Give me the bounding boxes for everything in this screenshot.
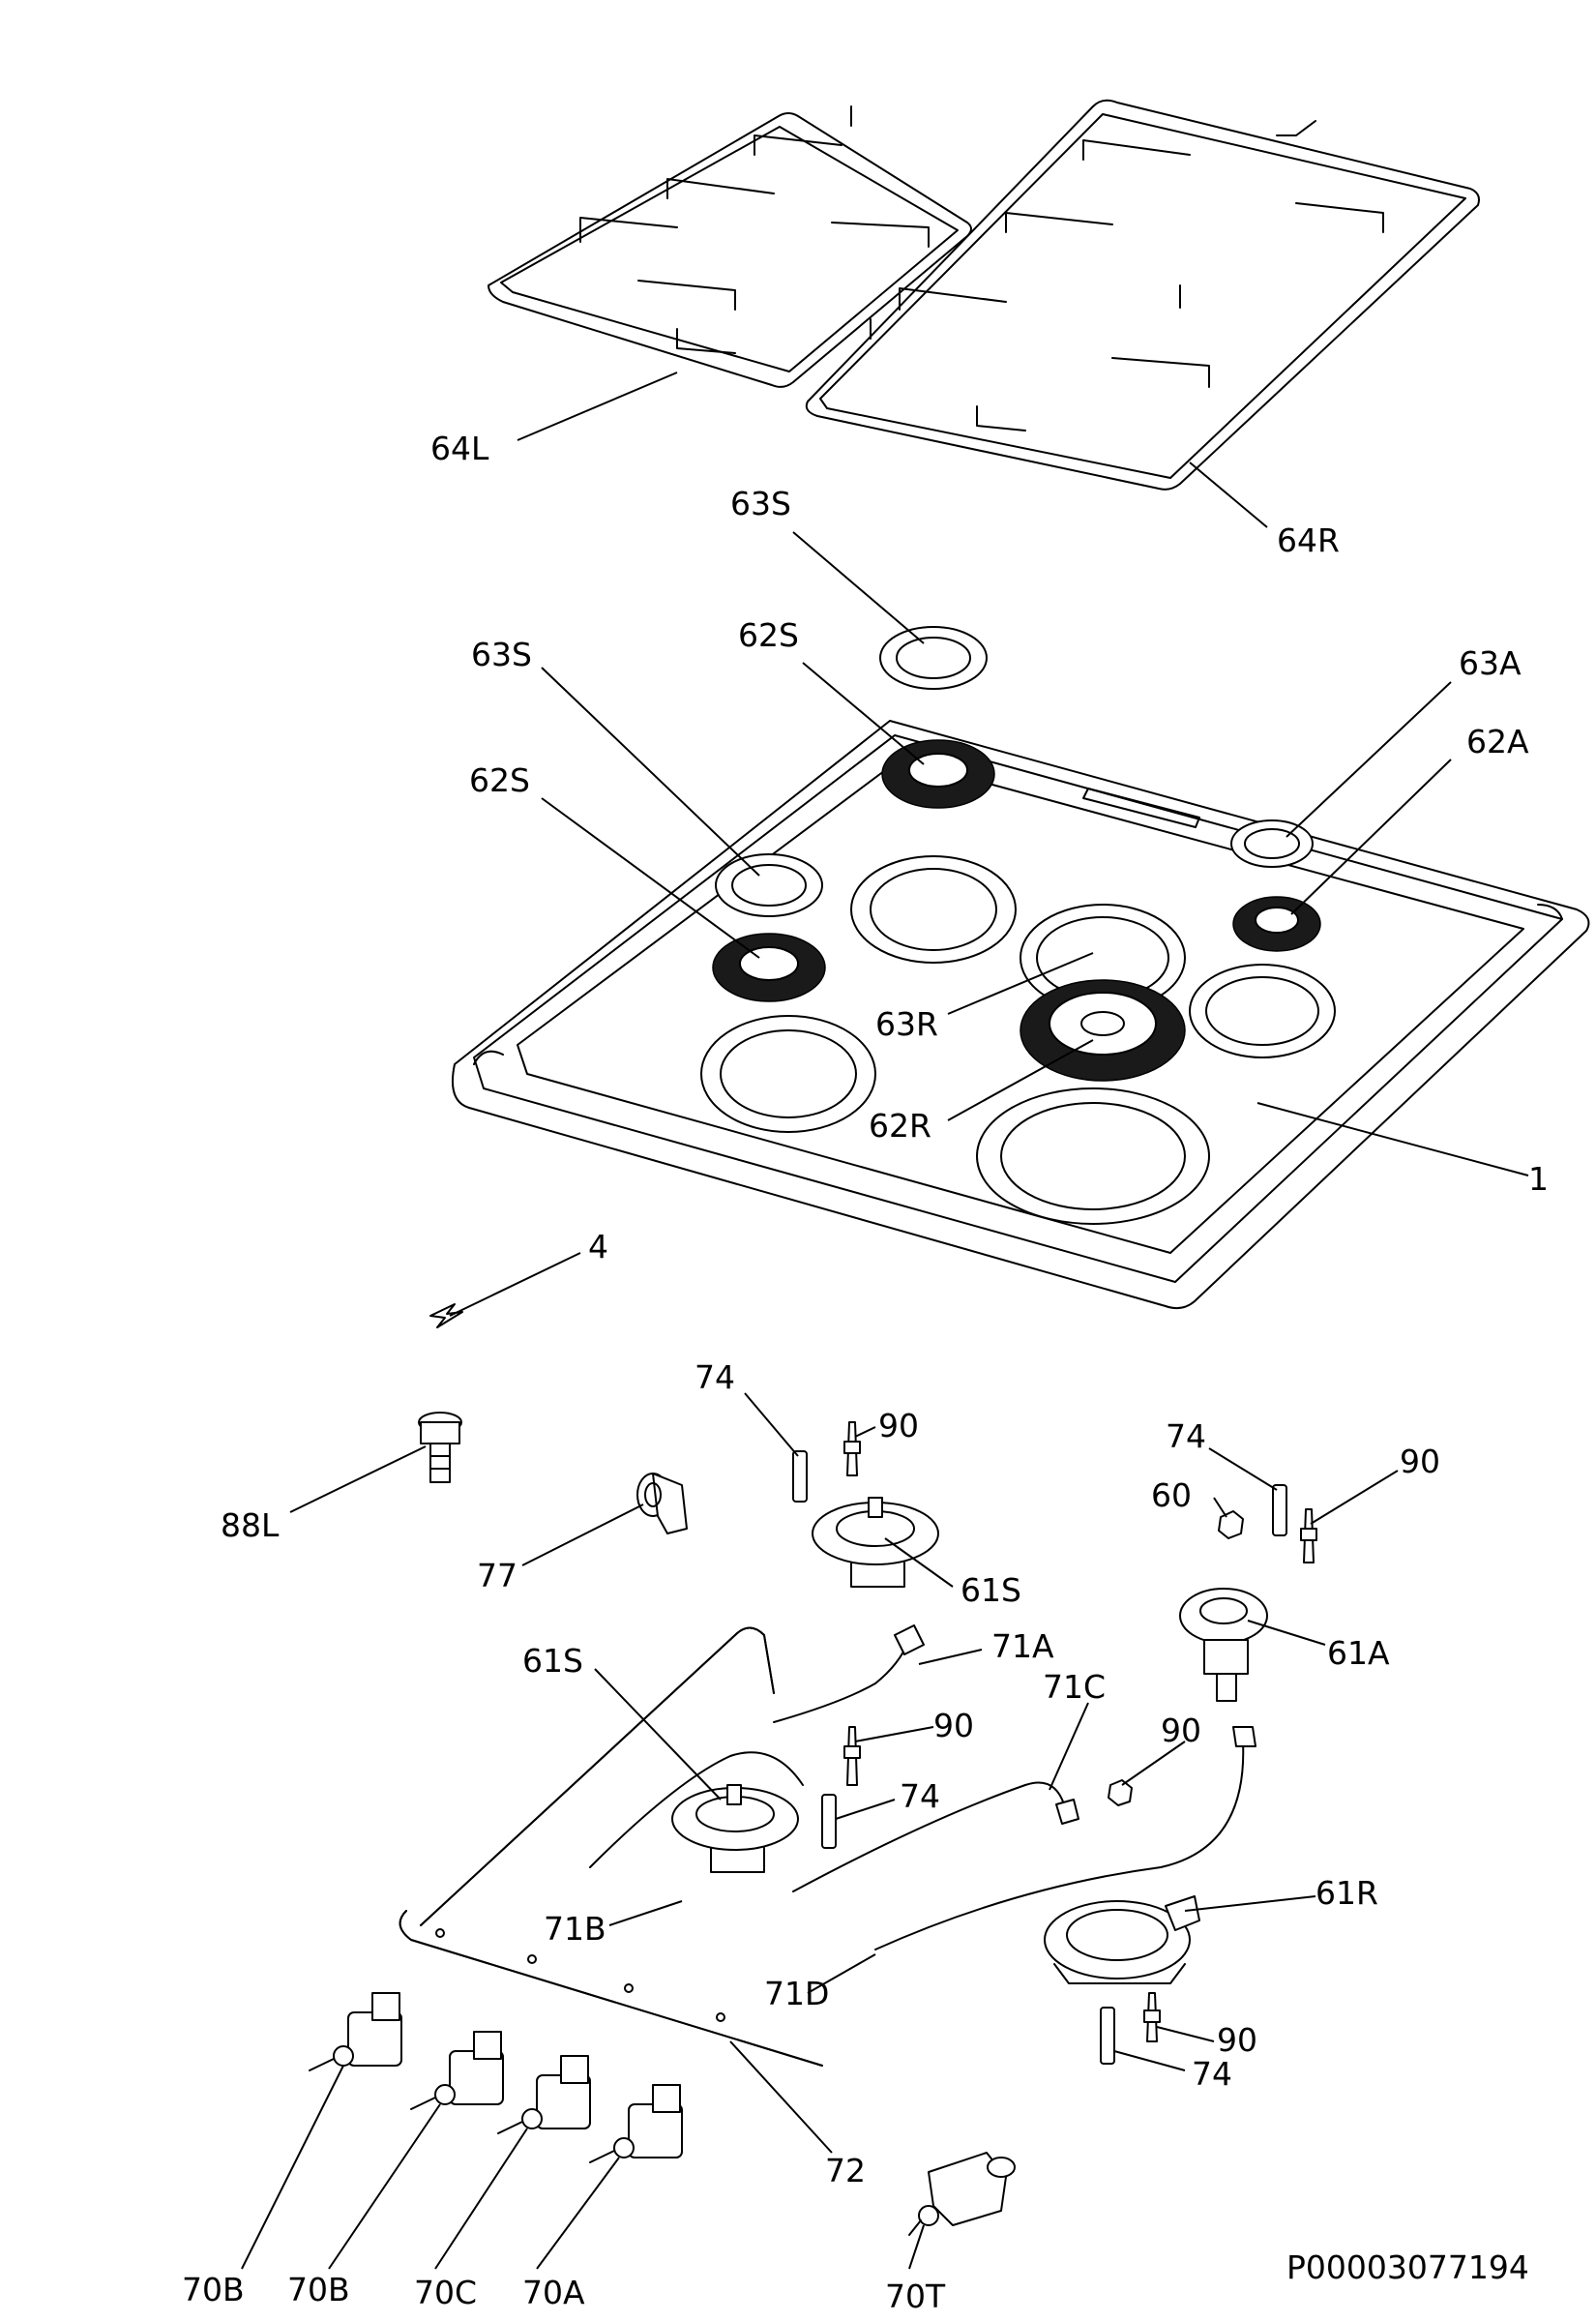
callout-61s-b: 61S	[522, 1642, 583, 1680]
document-number: P00003077194	[1286, 2248, 1529, 2286]
callout-1: 1	[1528, 1160, 1549, 1198]
callout-71b: 71B	[544, 1910, 606, 1948]
gas-pipe-71d	[874, 1726, 1256, 1950]
callout-63r: 63R	[875, 1005, 938, 1043]
callout-4: 4	[588, 1228, 608, 1265]
pan-support-left	[488, 105, 972, 388]
callout-70a: 70A	[522, 2274, 585, 2311]
callout-61r: 61R	[1315, 1874, 1378, 1912]
callout-64r: 64R	[1277, 521, 1340, 559]
burner-crown-62r	[1020, 979, 1186, 1082]
gas-manifold-72	[399, 1626, 823, 2067]
callout-60: 60	[1151, 1476, 1192, 1514]
callout-90-e: 90	[1217, 2021, 1257, 2059]
gas-tap-70b-b	[410, 2031, 504, 2110]
thermocouple-90-a	[843, 1421, 861, 1476]
leader-lines	[241, 372, 1529, 2270]
burner-cap-63s-top	[879, 626, 988, 690]
hob-top-panel	[451, 720, 1590, 1310]
callout-70b-a: 70B	[182, 2271, 245, 2308]
injector-74-c	[821, 1794, 837, 1849]
callout-74-c: 74	[900, 1777, 940, 1815]
callout-70c: 70C	[414, 2274, 477, 2311]
callout-63s-top: 63S	[730, 485, 791, 522]
callout-74-d: 74	[1192, 2055, 1232, 2093]
callout-77: 77	[477, 1557, 517, 1594]
injector-74-b	[1272, 1484, 1287, 1536]
callout-61a: 61A	[1327, 1634, 1390, 1672]
callout-63s-left: 63S	[471, 636, 532, 673]
callout-74-b: 74	[1166, 1417, 1206, 1455]
gas-pipe-71a	[773, 1624, 925, 1723]
gas-tap-70b-a	[309, 1992, 402, 2071]
callout-62s-top: 62S	[738, 616, 799, 654]
burner-crown-62s-top	[881, 739, 995, 809]
callout-90-d: 90	[933, 1707, 974, 1744]
burner-base-61s-top	[812, 1497, 939, 1588]
callout-63a: 63A	[1459, 644, 1522, 682]
burner-base-61r	[1044, 1895, 1200, 1984]
callout-74-a: 74	[695, 1358, 735, 1396]
burner-cap-63a	[1230, 819, 1314, 868]
pan-support-right	[805, 99, 1480, 491]
burner-crown-62s-left	[712, 933, 826, 1002]
burner-cap-63s-left	[715, 853, 823, 917]
callout-71a: 71A	[991, 1627, 1054, 1665]
gas-tap-70c	[497, 2055, 591, 2134]
gas-tap-70a	[589, 2084, 683, 2163]
burner-base-61a	[1179, 1588, 1268, 1702]
callout-61s-a: 61S	[961, 1571, 1021, 1609]
callout-62s-left: 62S	[469, 761, 530, 799]
gas-pipe-71b	[589, 1751, 804, 1868]
callout-90-c: 90	[1161, 1712, 1201, 1749]
burner-crown-62a	[1232, 896, 1321, 952]
connector-88l	[418, 1412, 462, 1483]
elbow-77	[636, 1473, 688, 1534]
screw-4	[429, 1303, 463, 1328]
thermocouple-90-e	[1143, 1992, 1161, 2042]
burner-base-61s-lower	[671, 1784, 799, 1873]
callout-62a: 62A	[1466, 723, 1529, 760]
injector-74-d	[1100, 2007, 1115, 2065]
nut-60	[1218, 1510, 1244, 1539]
thermocouple-90-c	[843, 1726, 861, 1786]
callout-88l: 88L	[221, 1506, 280, 1544]
callout-70t: 70T	[885, 2277, 946, 2315]
nut-90-d	[1108, 1779, 1133, 1806]
callout-labels: 64L 64R 63S 62S 63S 63A 62A 62S 63R 62R …	[182, 430, 1549, 2315]
gas-tap-70t	[908, 2152, 1016, 2236]
callout-71d: 71D	[764, 1975, 829, 2012]
callout-71c: 71C	[1043, 1668, 1106, 1706]
callout-64l: 64L	[430, 430, 489, 467]
callout-72: 72	[825, 2152, 866, 2189]
gas-pipe-71c	[792, 1781, 1079, 1892]
callout-70b-b: 70B	[287, 2271, 350, 2308]
thermocouple-90-b	[1300, 1508, 1317, 1563]
injector-74-a	[792, 1450, 808, 1503]
callout-90-b: 90	[1400, 1443, 1440, 1480]
callout-62r: 62R	[869, 1107, 931, 1145]
callout-90-a: 90	[878, 1407, 919, 1444]
